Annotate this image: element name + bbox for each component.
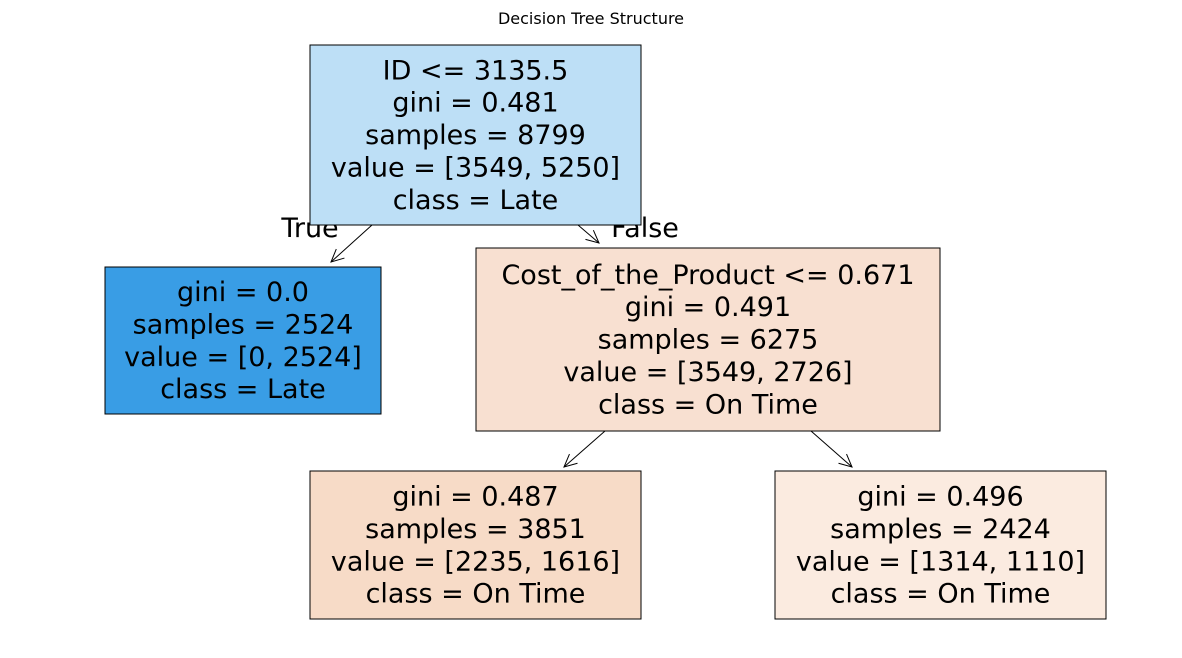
node-text-line: class = On Time [831, 579, 1051, 610]
node-text-line: samples = 2524 [133, 309, 354, 340]
node-box [774, 470, 1107, 620]
edge-line [563, 430, 606, 468]
node-text-line: gini = 0.481 [392, 88, 558, 119]
node-box [309, 44, 642, 226]
node-text-line: ID <= 3135.5 [383, 55, 569, 86]
node-text-line: value = [0, 2524] [124, 342, 362, 373]
node-text-line: samples = 3851 [365, 514, 586, 545]
node-box [475, 247, 941, 432]
node-text-line: value = [3549, 2726] [563, 357, 852, 388]
node-box [104, 266, 382, 415]
edge-right-split-to-right-right-leaf [810, 430, 853, 468]
node-text-line: samples = 8799 [365, 120, 586, 151]
diagram-title: Decision Tree Structure [498, 9, 684, 28]
node-text-line: class = Late [393, 185, 559, 216]
node-text-line: samples = 2424 [830, 514, 1051, 545]
node-text-line: gini = 0.491 [625, 292, 791, 323]
node-text-line: value = [2235, 1616] [331, 546, 620, 577]
edge-line [577, 224, 600, 244]
node-text-line: class = On Time [598, 389, 818, 420]
node-text-line: value = [3549, 5250] [331, 152, 620, 183]
edge-arrowhead [330, 248, 345, 263]
node-text-line: Cost_of_the_Product <= 0.671 [501, 260, 914, 291]
node-text-line: gini = 0.0 [177, 277, 309, 308]
edge-line [810, 430, 853, 468]
node-box [309, 470, 642, 620]
edge-right-split-to-right-left-leaf [563, 430, 606, 468]
node-text-line: class = On Time [366, 579, 586, 610]
edge-arrowhead [838, 453, 853, 468]
node-text-line: gini = 0.496 [857, 481, 1023, 512]
node-text-line: gini = 0.487 [392, 481, 558, 512]
node-text-line: samples = 6275 [598, 325, 819, 356]
node-text-line: class = Late [160, 374, 326, 405]
edge-arrowhead [563, 453, 578, 468]
edge-line [330, 224, 373, 263]
node-text-line: value = [1314, 1110] [796, 546, 1085, 577]
edge-arrowhead [585, 229, 600, 244]
